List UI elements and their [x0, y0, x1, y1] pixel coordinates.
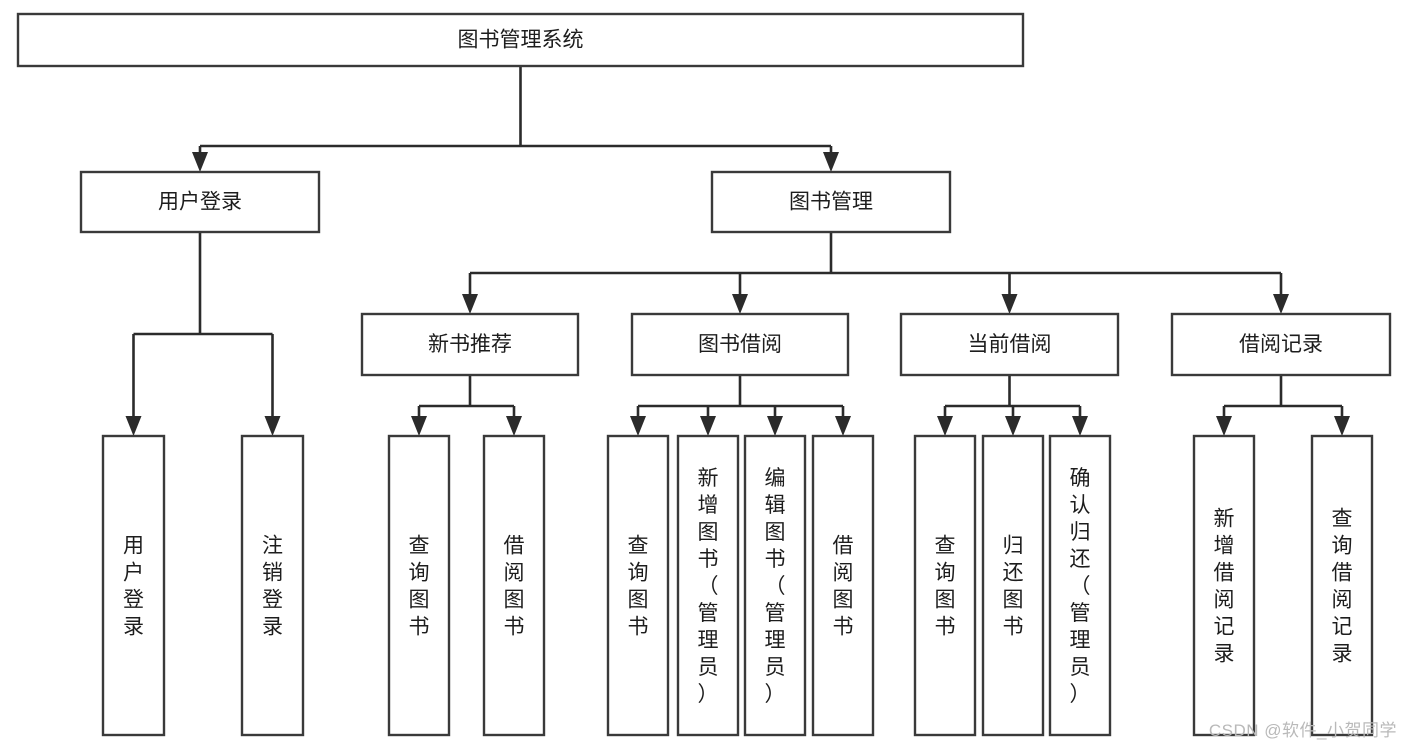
node-leaf-rect[interactable]: [606, 434, 670, 737]
node-leaf-10[interactable]: 确认归还（管理员）: [1048, 434, 1112, 737]
node-level2-rect[interactable]: [1170, 312, 1392, 377]
node-level1-label: 图书管理: [789, 191, 873, 214]
node-leaf-label: 新增图书（管理员）: [698, 467, 719, 706]
node-leaf-9[interactable]: 归还图书: [981, 434, 1045, 737]
node-leaf-label: 新增借阅记录: [1214, 508, 1235, 666]
node-leaf-6[interactable]: 编辑图书（管理员）: [743, 434, 807, 737]
arrow-head-icon: [1273, 294, 1289, 314]
node-level2-label: 新书推荐: [428, 333, 512, 356]
arrow-head-icon: [506, 416, 522, 436]
node-leaf-7[interactable]: 借阅图书: [811, 434, 875, 737]
arrow-head-icon: [732, 294, 748, 314]
node-level2-rect[interactable]: [899, 312, 1120, 377]
node-level1-rect[interactable]: [710, 170, 952, 234]
node-level2-rect[interactable]: [630, 312, 850, 377]
node-level2-0[interactable]: 新书推荐: [360, 312, 580, 377]
node-root-label: 图书管理系统: [458, 29, 584, 52]
arrow-head-icon: [835, 416, 851, 436]
node-leaf-2[interactable]: 查询图书: [387, 434, 451, 737]
arrow-head-icon: [1216, 416, 1232, 436]
node-leaf-3[interactable]: 借阅图书: [482, 434, 546, 737]
arrow-head-icon: [823, 152, 839, 172]
node-level2-3[interactable]: 借阅记录: [1170, 312, 1392, 377]
node-leaf-label: 借阅图书: [833, 535, 854, 639]
node-root[interactable]: 图书管理系统: [16, 12, 1025, 68]
node-level1-rect[interactable]: [79, 170, 321, 234]
node-level2-label: 图书借阅: [698, 333, 782, 356]
node-leaf-label: 查询图书: [628, 535, 649, 639]
node-leaf-rect[interactable]: [101, 434, 166, 737]
node-level2-2[interactable]: 当前借阅: [899, 312, 1120, 377]
node-level2-label: 借阅记录: [1239, 333, 1323, 356]
arrow-head-icon: [937, 416, 953, 436]
node-leaf-1[interactable]: 注销登录: [240, 434, 305, 737]
node-leaf-rect[interactable]: [1310, 434, 1374, 737]
node-leaf-rect[interactable]: [240, 434, 305, 737]
node-leaf-rect[interactable]: [1048, 434, 1112, 737]
node-leaf-8[interactable]: 查询图书: [913, 434, 977, 737]
node-leaf-rect[interactable]: [387, 434, 451, 737]
watermark-label: CSDN @软件_小贺同学: [1208, 721, 1397, 740]
node-leaf-label: 确认归还（管理员）: [1070, 467, 1091, 706]
node-leaf-4[interactable]: 查询图书: [606, 434, 670, 737]
node-leaf-5[interactable]: 新增图书（管理员）: [676, 434, 740, 737]
node-leaf-12[interactable]: 查询借阅记录: [1310, 434, 1374, 737]
arrow-head-icon: [630, 416, 646, 436]
node-leaf-11[interactable]: 新增借阅记录: [1192, 434, 1256, 737]
node-leaf-label: 编辑图书（管理员）: [765, 467, 786, 706]
arrow-head-icon: [1001, 294, 1018, 314]
node-leaf-label: 用户登录: [123, 535, 144, 639]
arrow-head-icon: [264, 416, 281, 436]
arrow-head-icon: [700, 416, 716, 436]
node-leaf-label: 归还图书: [1003, 535, 1024, 639]
node-level2-rect[interactable]: [360, 312, 580, 377]
arrow-head-icon: [411, 416, 427, 436]
connector-layer: [125, 66, 1350, 436]
node-leaf-label: 查询图书: [935, 535, 956, 639]
arrow-head-icon: [767, 416, 783, 436]
arrow-head-icon: [125, 416, 142, 436]
node-leaf-label: 查询图书: [409, 535, 430, 639]
arrow-head-icon: [192, 152, 208, 172]
node-level1-0[interactable]: 用户登录: [79, 170, 321, 234]
node-leaf-rect[interactable]: [981, 434, 1045, 737]
node-leaf-label: 注销登录: [262, 535, 283, 639]
node-level1-label: 用户登录: [158, 191, 242, 214]
arrow-head-icon: [462, 294, 478, 314]
node-level2-1[interactable]: 图书借阅: [630, 312, 850, 377]
node-root-rect[interactable]: [16, 12, 1025, 68]
node-level2-label: 当前借阅: [968, 333, 1052, 356]
node-leaf-label: 查询借阅记录: [1332, 508, 1353, 666]
node-leaf-rect[interactable]: [743, 434, 807, 737]
node-leaf-rect[interactable]: [811, 434, 875, 737]
arrow-head-icon: [1072, 416, 1088, 436]
node-level1-1[interactable]: 图书管理: [710, 170, 952, 234]
node-leaf-rect[interactable]: [1192, 434, 1256, 737]
node-leaf-rect[interactable]: [482, 434, 546, 737]
node-leaf-label: 借阅图书: [504, 535, 525, 639]
node-leaf-0[interactable]: 用户登录: [101, 434, 166, 737]
node-layer: 图书管理系统用户登录图书管理新书推荐图书借阅当前借阅借阅记录用户登录注销登录查询…: [16, 12, 1392, 737]
node-leaf-rect[interactable]: [913, 434, 977, 737]
arrow-head-icon: [1334, 416, 1350, 436]
node-leaf-rect[interactable]: [676, 434, 740, 737]
arrow-head-icon: [1005, 416, 1021, 436]
